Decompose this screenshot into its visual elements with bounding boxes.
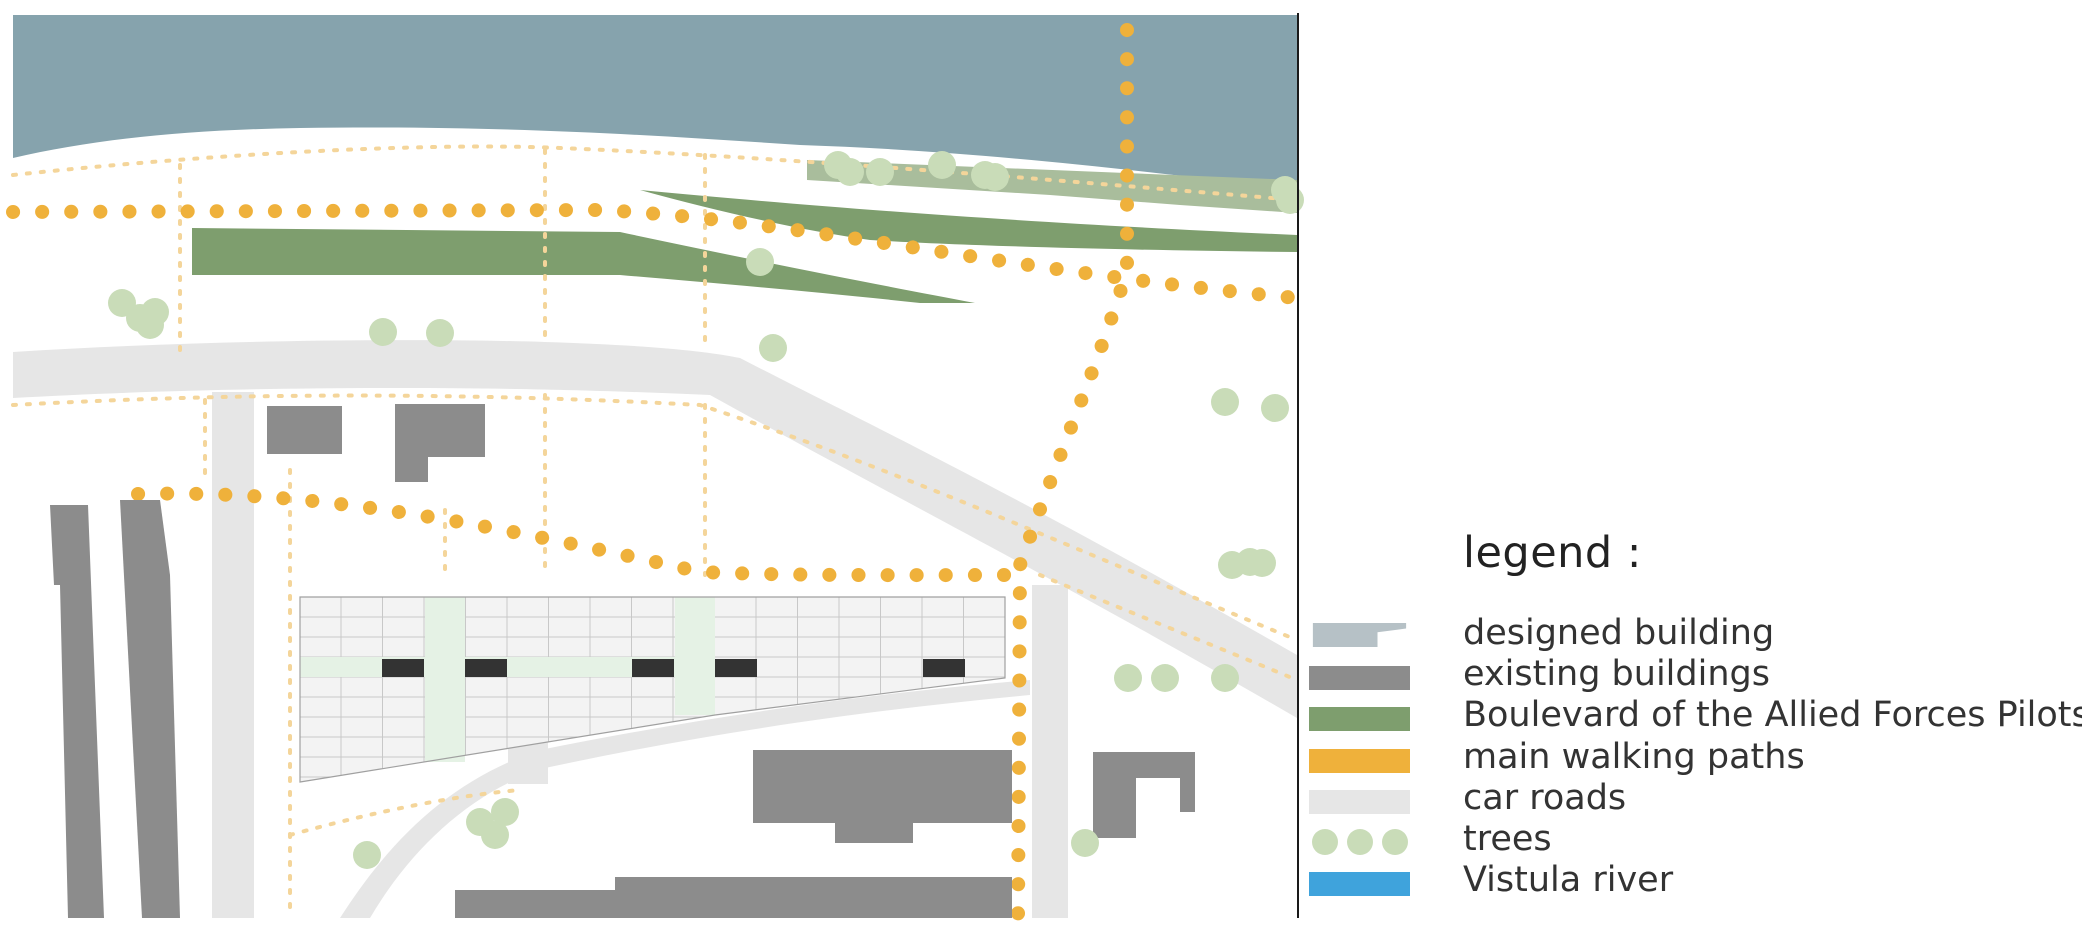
tree — [866, 158, 894, 186]
legend-tree-dot — [1347, 829, 1373, 855]
legend-item-main-walking-paths: main walking paths — [1308, 737, 2078, 777]
legend-swatch-vistula-river — [1309, 872, 1410, 896]
legend-label: main walking paths — [1463, 737, 1805, 777]
legend-label: car roads — [1463, 778, 1627, 818]
tree — [981, 163, 1009, 191]
secondary-walking-paths — [11, 144, 1299, 920]
main-path-curve — [131, 486, 1025, 583]
legend-label: trees — [1463, 819, 1552, 859]
legend-label: Boulevard of the Allied Forces Pilots — [1463, 695, 2082, 735]
car-roads — [13, 340, 1297, 918]
tree — [1261, 394, 1289, 422]
tree — [1211, 388, 1239, 416]
tree — [1211, 664, 1239, 692]
legend-swatch-designed-building — [1312, 623, 1407, 647]
legend-item-car-roads: car roads — [1308, 778, 2078, 818]
legend-tree-dot — [1312, 829, 1338, 855]
legend-item-trees: trees — [1308, 819, 2078, 859]
tree — [928, 151, 956, 179]
main-path-river-promenade — [6, 202, 1304, 305]
legend-item-boulevard: Boulevard of the Allied Forces Pilots — [1308, 695, 2082, 735]
tree — [1114, 664, 1142, 692]
legend-item-existing-buildings: existing buildings — [1308, 654, 2078, 694]
tree — [1151, 664, 1179, 692]
legend-title: legend : — [1463, 528, 1642, 578]
tree — [136, 311, 164, 339]
legend-swatch-existing-buildings — [1309, 666, 1410, 690]
tree — [491, 798, 519, 826]
main-path-north-south — [1011, 23, 1134, 925]
designed-building — [299, 596, 1006, 783]
main-walking-paths — [6, 23, 1304, 925]
vistula-river — [13, 15, 1297, 190]
tree — [353, 841, 381, 869]
tree — [746, 248, 774, 276]
legend-swatch-boulevard — [1309, 707, 1410, 731]
legend-label: designed building — [1463, 613, 1775, 653]
tree — [369, 318, 397, 346]
tree — [1271, 176, 1299, 204]
tree — [759, 334, 787, 362]
legend-swatch-main-walking-paths — [1309, 749, 1410, 773]
tree — [426, 319, 454, 347]
tree — [1248, 549, 1276, 577]
map-frame-border — [1297, 13, 1299, 918]
existing-buildings — [50, 404, 1195, 918]
tree — [481, 821, 509, 849]
legend-tree-dot — [1382, 829, 1408, 855]
legend-item-vistula-river: Vistula river — [1308, 860, 2078, 900]
legend-label: Vistula river — [1463, 860, 1674, 900]
legend-label: existing buildings — [1463, 654, 1770, 694]
legend-swatch-car-roads — [1309, 790, 1410, 814]
trees — [108, 151, 1304, 869]
legend-item-designed-building: designed building — [1308, 613, 2078, 653]
tree — [836, 158, 864, 186]
tree — [1071, 829, 1099, 857]
